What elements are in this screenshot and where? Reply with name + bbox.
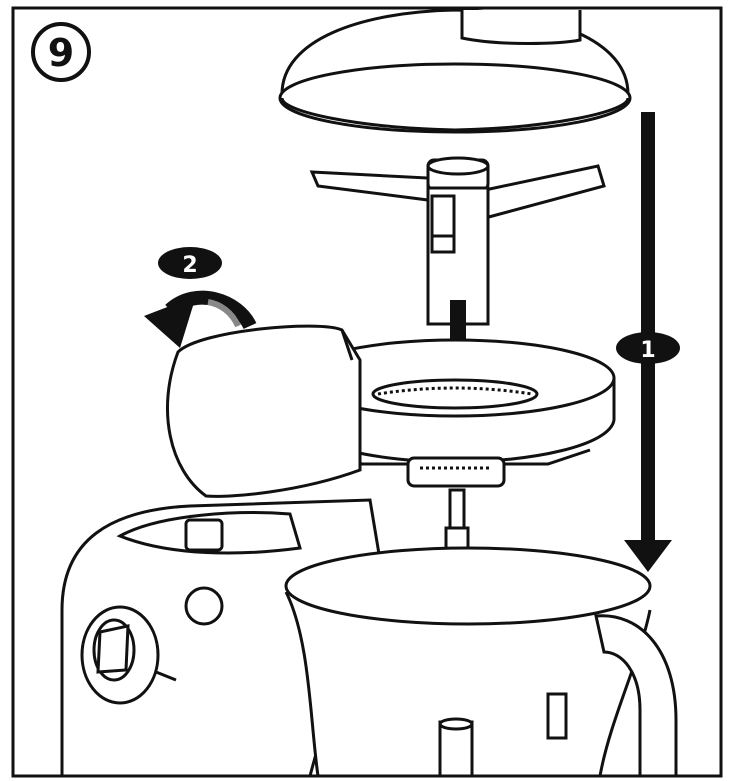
mixing-bowl [284, 546, 678, 778]
callout-1-badge: 1 [616, 332, 680, 364]
vertical-arrow-1 [624, 112, 672, 572]
step-number-badge: 9 [31, 22, 91, 82]
rotate-arrow-2 [144, 290, 257, 348]
callout-2-badge: 2 [158, 247, 222, 279]
filter-disc [294, 338, 616, 488]
bowl-lid [278, 8, 632, 134]
motor-base [60, 324, 382, 778]
callout-1-label: 1 [640, 338, 655, 363]
callout-2-label: 2 [182, 253, 197, 278]
bowl-coupler [438, 717, 474, 778]
step-number: 9 [48, 31, 74, 75]
